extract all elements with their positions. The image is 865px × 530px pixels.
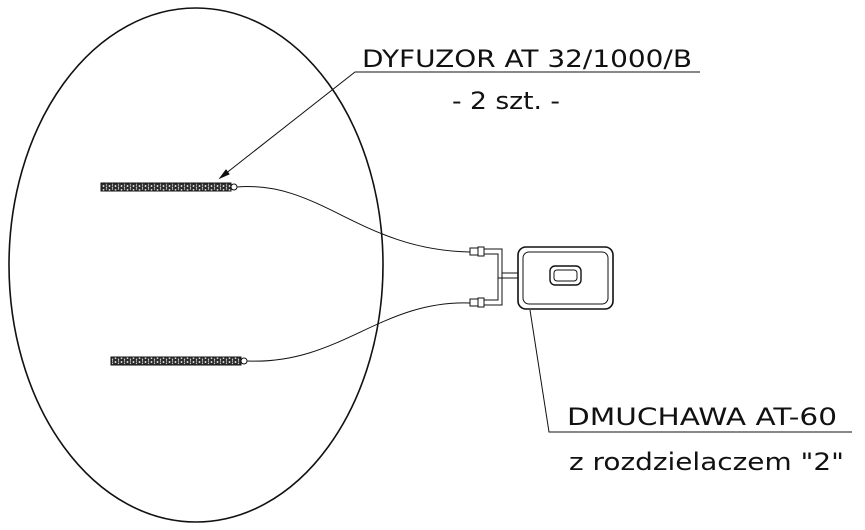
blower-label-subtitle: z rozdzielaczem "2" bbox=[569, 448, 844, 476]
air-hose-top bbox=[236, 186, 471, 253]
diffuser-bottom bbox=[110, 356, 248, 366]
blower-leader-line bbox=[529, 309, 852, 433]
blower-label-title: DMUCHAWA AT-60 bbox=[567, 403, 837, 431]
diffuser-leader-line bbox=[219, 71, 700, 179]
diffuser-label-title: DYFUZOR AT 32/1000/B bbox=[362, 45, 692, 73]
diffuser-leader-arrow bbox=[218, 169, 230, 180]
air-hose-bottom bbox=[246, 302, 471, 362]
blower-unit bbox=[517, 246, 614, 310]
diffuser-top bbox=[100, 182, 238, 192]
diffuser-label-quantity: - 2 szt. - bbox=[452, 87, 560, 115]
distributor-manifold bbox=[469, 246, 520, 308]
tank-outline bbox=[8, 7, 384, 523]
